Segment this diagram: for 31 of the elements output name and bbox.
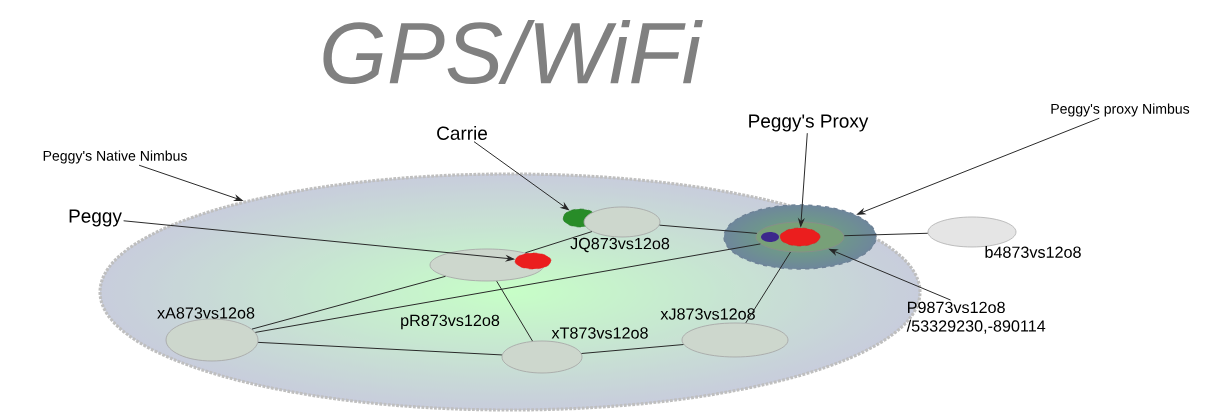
coordinate-label: P9873vs12o8 /53329230,-890114 bbox=[906, 301, 1046, 334]
annotation-label: Peggy bbox=[69, 209, 122, 227]
node-label: xT873vs12o8 bbox=[551, 327, 648, 339]
connector-line bbox=[257, 341, 503, 356]
title: GPS/WiFi bbox=[323, 20, 703, 84]
leader-arrow bbox=[798, 132, 808, 227]
leader-arrow bbox=[473, 141, 569, 211]
node-label: b4873vs12o8 bbox=[985, 246, 1081, 258]
leader-arrow bbox=[123, 220, 515, 262]
proxy-nimbus-ellipse bbox=[723, 204, 877, 270]
connector-line bbox=[251, 275, 446, 330]
leader-arrow bbox=[857, 117, 1100, 215]
location-blob bbox=[514, 252, 552, 270]
node-label: xJ873vs12o8 bbox=[660, 308, 755, 320]
annotation-label: Peggy's Native Nimbus bbox=[43, 150, 187, 164]
location-blob bbox=[761, 227, 821, 247]
connector-line bbox=[496, 280, 533, 342]
connector-line bbox=[581, 344, 684, 354]
connector-line bbox=[254, 243, 761, 333]
leader-arrow bbox=[829, 248, 951, 301]
leader-arrow bbox=[138, 164, 243, 202]
connector-line bbox=[745, 251, 791, 324]
annotation-label: Carrie bbox=[437, 126, 487, 140]
connector-line bbox=[524, 231, 593, 254]
annotation-label: Peggy's proxy Nimbus bbox=[1051, 103, 1190, 117]
connector-line bbox=[843, 232, 929, 237]
node-label: pR873vs12o8 bbox=[401, 314, 500, 330]
annotation-label: Peggy's Proxy bbox=[749, 114, 869, 132]
connector-line bbox=[659, 224, 758, 234]
node-label: JQ873vs12o8 bbox=[570, 237, 670, 253]
node-label: xA873vs12o8 bbox=[157, 307, 255, 319]
